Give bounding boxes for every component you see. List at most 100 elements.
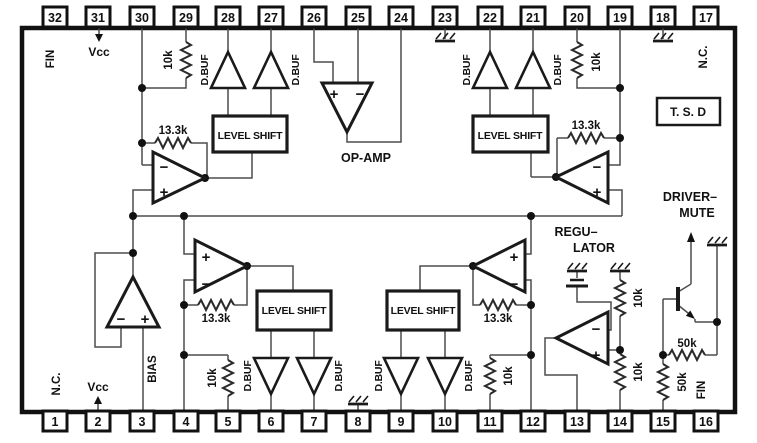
- r10k-label-pin11: 10k: [503, 366, 515, 386]
- pin-bottom-number-13: 14: [613, 415, 627, 429]
- resistors: [154, 41, 706, 401]
- pin-top-box-2: [128, 5, 156, 29]
- ground-mute: [707, 236, 728, 247]
- driver-mute-label-1: DRIVER–: [663, 190, 717, 204]
- op-amp-symbols: [104, 81, 610, 367]
- opamp-mid-left: [193, 237, 251, 295]
- junction-dots: [129, 84, 721, 359]
- pin-top-box-3: [172, 5, 200, 29]
- pin-bottom-box-12: [563, 409, 591, 433]
- regulator-label-2: LATOR: [573, 241, 615, 255]
- pin-top-number-12: 20: [570, 11, 584, 25]
- pin-top-box-14: [649, 5, 677, 29]
- r10k-label-reg-upper: 10k: [633, 288, 645, 308]
- opamp-center: [319, 81, 375, 136]
- pin-bottom-box-15: [692, 409, 720, 433]
- sign-center-plus: +: [330, 86, 339, 103]
- resistor-13k3-mid-left: [197, 297, 235, 313]
- ground-pin8: [348, 395, 369, 406]
- pin-top-box-0: [41, 5, 69, 29]
- nc-top-label: N.C.: [698, 46, 710, 69]
- dbuf-pin21: [513, 48, 553, 90]
- pin-bottom-number-15: 16: [699, 415, 713, 429]
- power-amp-triangle: [104, 273, 162, 329]
- resistor-13k3-top-left: [154, 135, 192, 151]
- ground-pin23: [435, 32, 456, 43]
- dbuf-label-pin21: D.BUF: [552, 54, 564, 86]
- driver-mute-arrow-icon: [687, 232, 695, 242]
- sign-ml-plus: +: [202, 249, 211, 266]
- vcc-top-arrow-icon: [95, 34, 103, 42]
- pin-top-box-6: [300, 5, 328, 29]
- dbuf-label-pin28: D.BUF: [199, 54, 211, 86]
- resistor-13k3-mid-right: [479, 297, 517, 313]
- level-shift-box-bottom-right: [385, 289, 461, 332]
- pin-bottom-box-8: [387, 409, 415, 433]
- level-shift-box-bottom-left: [255, 289, 333, 332]
- dbuf-pin9: [381, 356, 421, 398]
- dbuf-label-pin9: D.BUF: [373, 360, 385, 392]
- bias-label: BIAS: [147, 355, 159, 383]
- opamp-top-right: [552, 149, 610, 206]
- fin-top-label: FIN: [45, 50, 57, 69]
- regulator-label-1: REGU–: [554, 225, 597, 239]
- pin-top-number-7: 25: [351, 11, 365, 25]
- sign-pwr-minus: −: [117, 311, 126, 328]
- pin-top-number-13: 19: [613, 11, 627, 25]
- ground-symbols: [348, 32, 728, 406]
- sign-mr-plus: +: [510, 249, 519, 266]
- pin-top-number-5: 27: [264, 11, 278, 25]
- regulator-capacitor: [566, 278, 588, 288]
- pin-bottom-number-4: 5: [225, 415, 232, 429]
- wires-top-right: [444, 28, 664, 216]
- wires-bus-power-amp: [94, 215, 622, 412]
- sign-center-minus: −: [356, 86, 365, 103]
- pin-top-number-15: 17: [699, 11, 713, 25]
- pin-top-number-9: 23: [438, 11, 452, 25]
- resistor-50k-vertical: [655, 363, 671, 401]
- resistor-10k-pin29: [178, 41, 194, 79]
- labels: LEVEL SHIFT LEVEL SHIFT LEVEL SHIFT LEVE…: [45, 45, 717, 399]
- r50k-label-horizontal: 50k: [677, 338, 697, 350]
- pin-top-box-5: [257, 5, 285, 29]
- pin-bottom-box-6: [300, 409, 328, 433]
- pin-top-number-2: 30: [135, 11, 149, 25]
- resistor-10k-regulator-lower: [612, 353, 628, 391]
- dbuf-pin6: [251, 356, 291, 398]
- pin-bottom-number-8: 9: [398, 415, 405, 429]
- transistor-emitter-arrow: [685, 310, 695, 319]
- sign-tl-minus: −: [160, 159, 169, 176]
- sign-tr-plus: +: [593, 184, 602, 201]
- pin-bottom-number-1: 2: [95, 415, 102, 429]
- sign-mr-minus: −: [510, 276, 519, 293]
- pin-top-box-10: [476, 5, 504, 29]
- r10k-label-reg-lower: 10k: [633, 362, 645, 382]
- resistor-50k-horizontal: [668, 347, 706, 363]
- dbuf-pin27: [251, 48, 291, 90]
- level-shift-box-top-right: [471, 114, 550, 154]
- level-shift-label-tr: LEVEL SHIFT: [478, 130, 543, 142]
- pin-bottom-box-7: [344, 409, 372, 433]
- opamp-signs: − + − + + − + − − + − + + −: [117, 86, 602, 364]
- nc-bottom-label: N.C.: [51, 373, 63, 396]
- pin-bottom-box-5: [257, 409, 285, 433]
- wires-regulator: [544, 272, 621, 412]
- dbuf-pin7: [294, 356, 334, 398]
- ground-pin18: [653, 32, 674, 43]
- r10k-label-pin29: 10k: [163, 50, 175, 70]
- pin-bottom-number-14: 15: [656, 415, 670, 429]
- pin-bottom-number-5: 6: [268, 415, 275, 429]
- pin-top-number-14: 18: [656, 11, 670, 25]
- dbuf-pin10: [425, 356, 465, 398]
- pin-top-box-1: [84, 5, 112, 29]
- dbuf-label-pin7: D.BUF: [333, 360, 345, 392]
- pin-top-box-9: [431, 5, 459, 29]
- level-shift-label-bl: LEVEL SHIFT: [262, 305, 327, 317]
- r13k3-label-mid-right: 13.3k: [484, 313, 513, 325]
- opamp-mid-right: [469, 237, 527, 295]
- ground-regulator-resistor: [610, 262, 631, 273]
- pin-top-box-12: [563, 5, 591, 29]
